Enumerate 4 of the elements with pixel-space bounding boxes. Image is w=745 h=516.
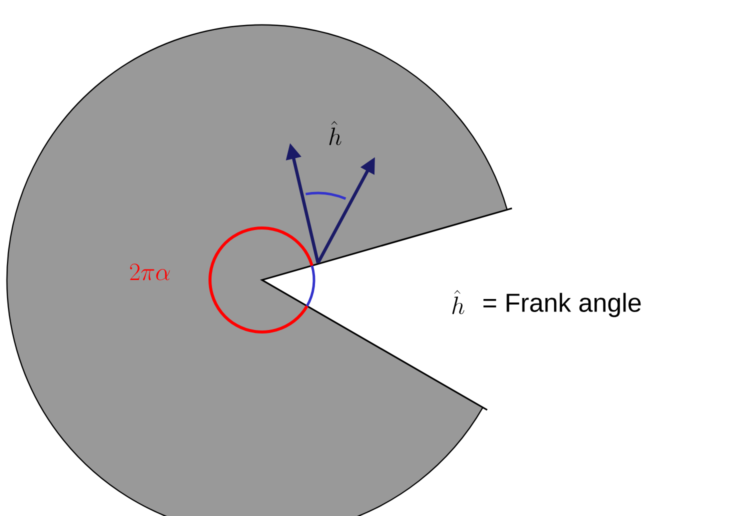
- formula-label: $\hat{h}$: [329, 121, 342, 146]
- text-label: = Frank angle: [483, 292, 641, 318]
- formula-label: $\hat{h}$: [452, 290, 464, 314]
- formula-label: $2\pi\alpha$: [130, 264, 170, 280]
